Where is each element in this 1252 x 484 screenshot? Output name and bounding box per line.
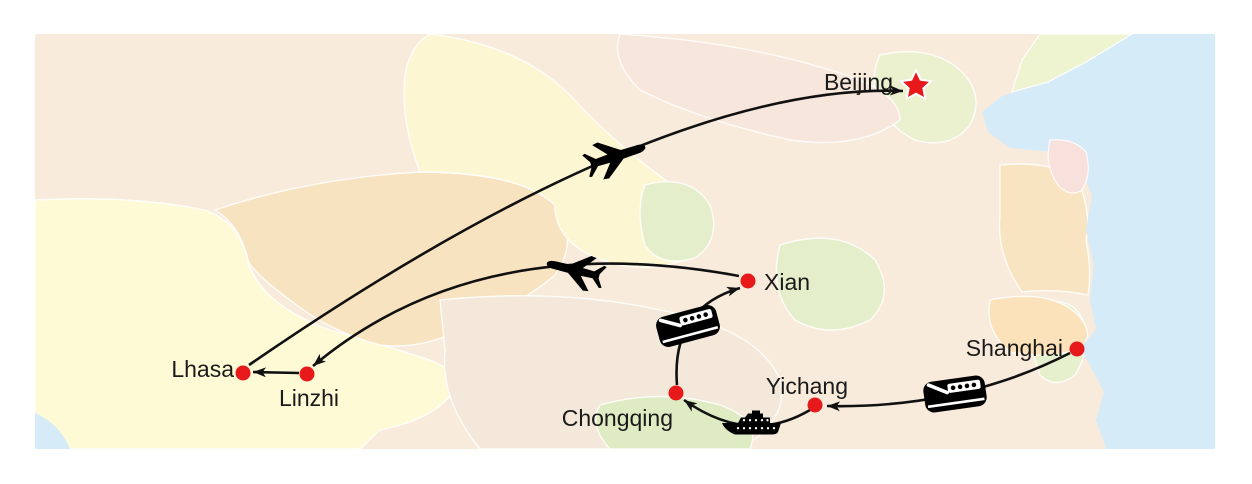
province-region [775,237,886,331]
city-marker-yichang [807,397,823,413]
city-marker-shanghai [1069,341,1085,357]
korea-peninsula [1047,139,1089,194]
city-label-chongqing: Chongqing [562,405,673,431]
city-label-shanghai: Shanghai [966,335,1063,361]
city-marker-lhasa [235,365,251,381]
city-marker-linzhi [299,366,315,382]
city-label-linzhi: Linzhi [279,385,339,411]
city-marker-xian [740,273,756,289]
province-region [639,181,715,262]
province-region-northeast [1010,34,1135,94]
city-labels: Shanghai Yichang Chongqing Xian Linzhi L… [171,69,1063,431]
province-region [35,198,455,449]
beijing-star-marker [899,69,933,100]
route-leg-linzhi-lhasa [252,367,300,378]
route-leg-xian-linzhi [312,262,740,367]
china-basemap [35,34,1215,449]
province-region [595,395,754,449]
city-label-lhasa: Lhasa [171,356,234,382]
city-marker-chongqing [668,385,684,401]
city-label-yichang: Yichang [766,373,848,399]
sea [982,34,1215,449]
city-label-beijing: Beijing [824,69,893,95]
city-markers [235,69,1085,413]
city-label-xian: Xian [764,269,810,295]
province-regions [35,34,1091,449]
province-region [616,34,901,144]
southwest-bay [35,413,70,449]
